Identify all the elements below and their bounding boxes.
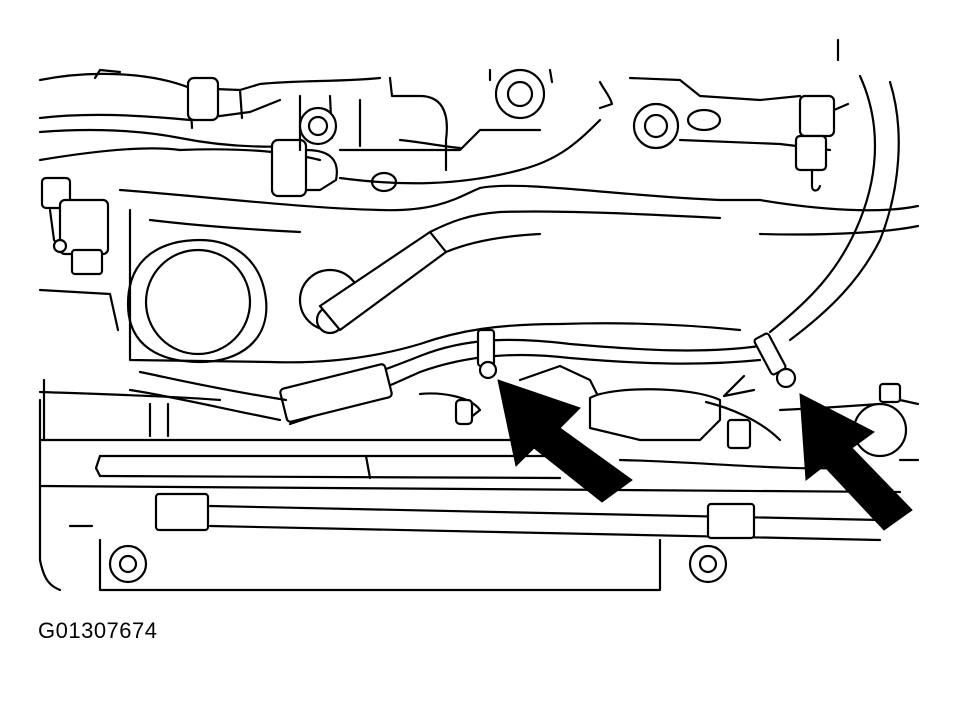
harness-clip-right xyxy=(722,332,797,398)
lower-bracket xyxy=(38,364,920,470)
right-harness-loops xyxy=(758,38,920,342)
right-connector xyxy=(794,94,850,192)
figure-id-label: G01307674 xyxy=(38,618,158,643)
lower-tubes xyxy=(38,398,920,592)
wire-harness xyxy=(128,338,762,426)
left-connector xyxy=(38,176,120,332)
upper-hose-assembly xyxy=(38,68,602,198)
harness-clip-left xyxy=(476,328,498,380)
plug-tube xyxy=(298,210,722,335)
callout-arrow-right xyxy=(799,393,913,531)
lower-bolts xyxy=(98,538,728,592)
upper-bolt-row xyxy=(298,68,832,152)
oil-filler-boss xyxy=(126,238,268,364)
engine-cover-plate xyxy=(118,184,762,364)
callout-arrow-left xyxy=(497,379,633,503)
